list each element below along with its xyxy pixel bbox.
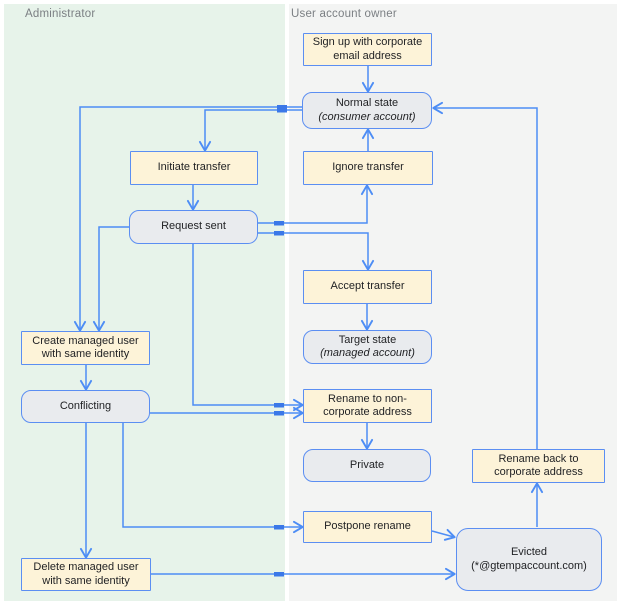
node-create-managed-user-label: Create managed user (32, 334, 139, 347)
node-normal-state-label: (consumer account) (318, 110, 416, 123)
line-junction-marker (274, 403, 284, 408)
node-private-label: Private (349, 458, 385, 471)
node-sign-up-label: Sign up with corporate (312, 36, 423, 48)
node-evicted: Evicted(*@gtempaccount.com) (456, 528, 602, 591)
edge-normal-state-to-initiate-transfer (198, 109, 302, 152)
edge-request-sent-to-create-managed-user (92, 226, 129, 332)
node-normal-state: Normal state(consumer account) (302, 92, 432, 129)
node-delete-managed-user-label: Delete managed user (33, 561, 139, 573)
edge-request-sent-to-ignore-transfer (258, 184, 374, 224)
node-initiate-transfer-label: Initiate transfer (157, 161, 231, 174)
node-normal-state-label: Normal state (335, 97, 399, 109)
edge-normal-state-to-create-managed-user (73, 106, 302, 332)
node-target-state-label: (managed account) (320, 347, 415, 359)
node-rename-back-label: Rename back to (498, 452, 579, 465)
lane-user-account-owner-label: User account owner (291, 8, 397, 20)
node-sign-up-label: email address (333, 49, 402, 62)
node-rename-to-non-corporate-label: Rename to non- (328, 392, 407, 405)
node-conflicting: Conflicting (21, 390, 150, 423)
edge-request-sent-to-accept-transfer (258, 232, 375, 271)
node-target-state: Target state(managed account) (303, 330, 432, 364)
node-request-sent-label: Request sent (161, 220, 226, 233)
line-junction-marker (274, 572, 284, 577)
node-rename-back-label: corporate address (494, 466, 583, 478)
node-postpone-rename-label: Postpone rename (324, 520, 411, 533)
line-junction-marker (274, 221, 284, 226)
node-private: Private (303, 449, 431, 482)
lane-administrator-label: Administrator (25, 8, 96, 20)
node-conflicting-label: Conflicting (59, 399, 112, 412)
line-junction-marker (274, 231, 284, 236)
node-ignore-transfer-label: Ignore transfer (332, 161, 404, 174)
node-rename-to-non-corporate-label: corporate address (323, 406, 412, 418)
line-junction-marker (274, 525, 284, 530)
node-initiate-transfer: Initiate transfer (130, 151, 258, 185)
node-ignore-transfer: Ignore transfer (303, 151, 433, 185)
edge-postpone-rename-to-evicted (431, 528, 456, 541)
edge-rename-back-to-normal-state (432, 101, 538, 449)
node-delete-managed-user-label: with same identity (42, 574, 130, 587)
node-accept-transfer-label: Accept transfer (330, 280, 405, 293)
line-junction-marker (274, 411, 284, 416)
lane-administrator (4, 4, 285, 601)
node-postpone-rename: Postpone rename (303, 511, 432, 543)
node-rename-to-non-corporate: Rename to non-corporate address (303, 389, 432, 423)
node-evicted-label: Evicted (510, 546, 548, 558)
line-junction-marker (277, 105, 287, 110)
node-evicted-label: (*@gtempaccount.com) (471, 559, 587, 572)
node-request-sent: Request sent (129, 210, 258, 244)
line-junction-marker (277, 108, 287, 113)
node-accept-transfer: Accept transfer (303, 270, 432, 304)
node-target-state-label: Target state (338, 333, 397, 346)
edge-conflicting-to-postpone-rename (122, 423, 304, 534)
node-create-managed-user-label: with same identity (41, 348, 130, 360)
edge-request-sent-to-rename-to-non-corporate (192, 244, 304, 412)
